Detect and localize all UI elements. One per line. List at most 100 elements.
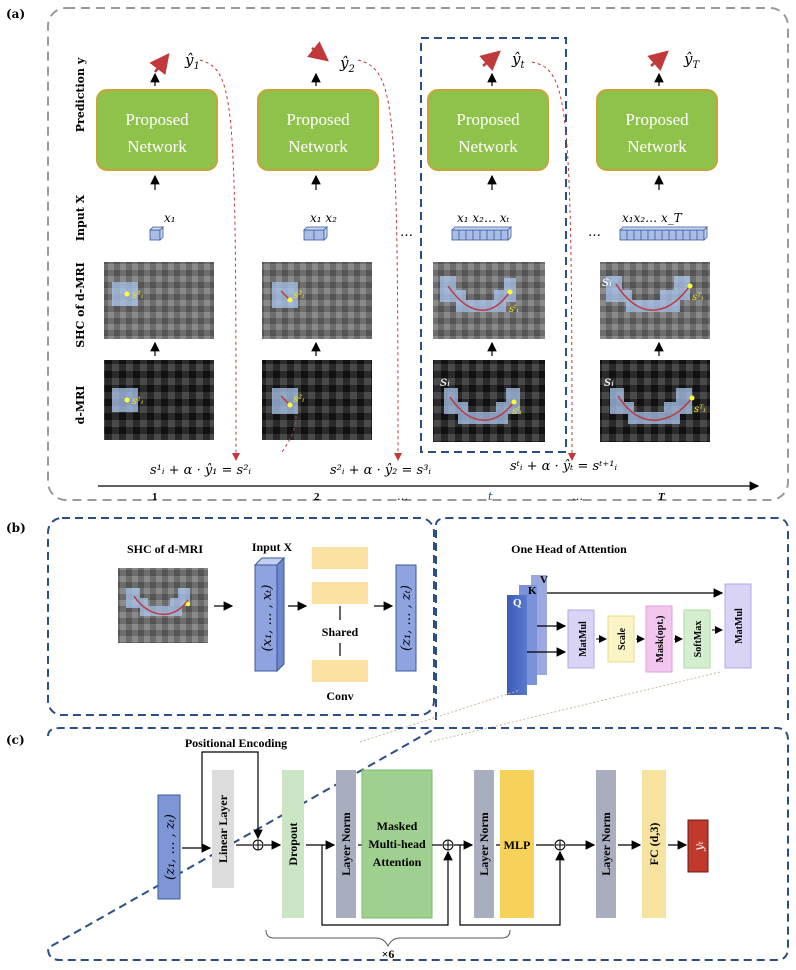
point-marker: [511, 399, 517, 405]
update-arrow: [531, 61, 576, 461]
q-block: [507, 595, 527, 695]
input-vector-c: [157, 794, 181, 900]
k-label: K: [528, 585, 537, 597]
positional-encoding-label: Positional Encoding: [185, 736, 287, 750]
input-x-label: Input X: [252, 540, 293, 554]
point-label: s²ᵢ: [293, 290, 304, 301]
shared-label: Shared: [322, 625, 359, 639]
attention-block: [361, 769, 433, 919]
point-label: sᵀᵢ: [692, 292, 703, 303]
step-tick-T: T: [658, 491, 666, 503]
network-label: Proposed: [456, 110, 520, 129]
attention-label: Attention: [373, 855, 422, 869]
conv-block: [312, 582, 368, 604]
input-seq-t: x₁ x₂… xₜ: [457, 211, 510, 225]
network-box-1: [96, 89, 218, 171]
point-label: sᵢ: [602, 274, 612, 290]
shc-patch: [126, 588, 190, 616]
input-vector-label: (x₁, … , xₜ): [260, 585, 275, 652]
fc-label: FC (d,3): [647, 823, 661, 866]
network-box-2: [257, 89, 379, 171]
scale-block: [607, 615, 635, 663]
scale-label: Scale: [617, 627, 628, 650]
network-label: Network: [458, 137, 518, 156]
residual-path: [321, 845, 453, 926]
network-label: Proposed: [625, 110, 689, 129]
shc-patch: [440, 276, 516, 312]
red-arrow-icon: [647, 50, 669, 72]
prediction-1: ŷ1: [184, 51, 200, 72]
ellipsis: …: [397, 490, 408, 503]
matmul-label: MatMul: [734, 608, 745, 644]
cube-icon: [451, 226, 512, 241]
red-arrow-icon: [479, 50, 501, 72]
prediction-t: ŷt: [511, 50, 525, 71]
point-label: s¹ᵢ: [132, 396, 143, 407]
mask-label: Mask(opt.): [655, 616, 666, 663]
output-vector-label: (z₁, … , zₜ): [399, 585, 414, 651]
ellipsis: …: [400, 225, 413, 240]
input-vector-label: (z₁, … , zₜ): [163, 814, 178, 880]
matmul-block-1: [567, 609, 595, 669]
point-marker: [287, 297, 293, 303]
network-label: Proposed: [286, 110, 350, 129]
sum-node-icon: [442, 839, 454, 851]
attention-label: Multi-head: [368, 837, 426, 851]
sum-node-icon: [554, 839, 566, 851]
point-label: sᵗᵢ: [512, 406, 522, 417]
shc-patch: [606, 276, 690, 312]
positional-encoding-path: [201, 751, 263, 848]
point-label: sᵗᵢ: [509, 304, 519, 315]
trajectory: [447, 285, 511, 311]
trajectory: [449, 396, 515, 421]
linear-layer-label: Linear Layer: [216, 794, 230, 863]
network-label: Proposed: [125, 110, 189, 129]
network-box-t: [427, 89, 549, 171]
prediction-T: ŷT: [683, 50, 700, 71]
zoom-line: [359, 689, 521, 743]
ellipsis: …: [588, 225, 601, 240]
attention-label: Masked: [377, 819, 418, 833]
fc-block: [642, 770, 666, 918]
dropout-block: [282, 770, 304, 918]
point-label: s¹ᵢ: [132, 290, 143, 301]
current-step-highlight: [420, 37, 567, 453]
output-vector: [395, 564, 417, 672]
trajectory: [133, 595, 189, 616]
output-label: yₜ: [692, 841, 706, 852]
input-vector: [253, 556, 286, 673]
trajectory: [615, 283, 691, 311]
mask-block: [645, 605, 673, 673]
update-arrow: [357, 59, 402, 461]
point-label: sᵀᵢ: [694, 404, 705, 415]
row-label-input: Input X: [74, 194, 87, 241]
layer-norm-label: Layer Norm: [477, 812, 491, 875]
point-marker: [124, 291, 130, 297]
step-tick-1: 1: [152, 491, 158, 503]
panel-a-label: (a): [6, 7, 25, 21]
point-marker: [689, 395, 695, 401]
red-arrow-icon: [149, 53, 170, 75]
ellipsis: …: [572, 490, 583, 503]
step-tick-2: 2: [314, 491, 320, 503]
point-marker: [185, 601, 191, 607]
network-label: Network: [127, 137, 187, 156]
layer-norm-label: Layer Norm: [599, 812, 613, 875]
panel-b-right-frame: [435, 517, 789, 720]
matmul-label: MatMul: [578, 621, 589, 657]
attention-title: One Head of Attention: [511, 542, 627, 556]
cube-icon: [619, 226, 708, 241]
point-marker: [687, 283, 693, 289]
conv-label: Conv: [326, 689, 353, 703]
column-step-2: ŷ2 Proposed Network x₁ x₂ s²ᵢ s²ᵢ: [257, 41, 402, 461]
softmax-label: SoftMax: [693, 621, 704, 658]
update-equation-t: sᵗᵢ + α · ŷₜ = sᵗ⁺¹ᵢ: [510, 459, 617, 474]
input-seq-2: x₁ x₂: [310, 211, 337, 225]
softmax-block: [683, 609, 711, 669]
shc-label: SHC of d-MRI: [127, 542, 203, 556]
update-arrow: [199, 59, 240, 461]
cube-icon: [149, 226, 164, 241]
row-label-dmri: d-MRI: [74, 386, 87, 425]
mlp-label: MLP: [504, 838, 531, 852]
